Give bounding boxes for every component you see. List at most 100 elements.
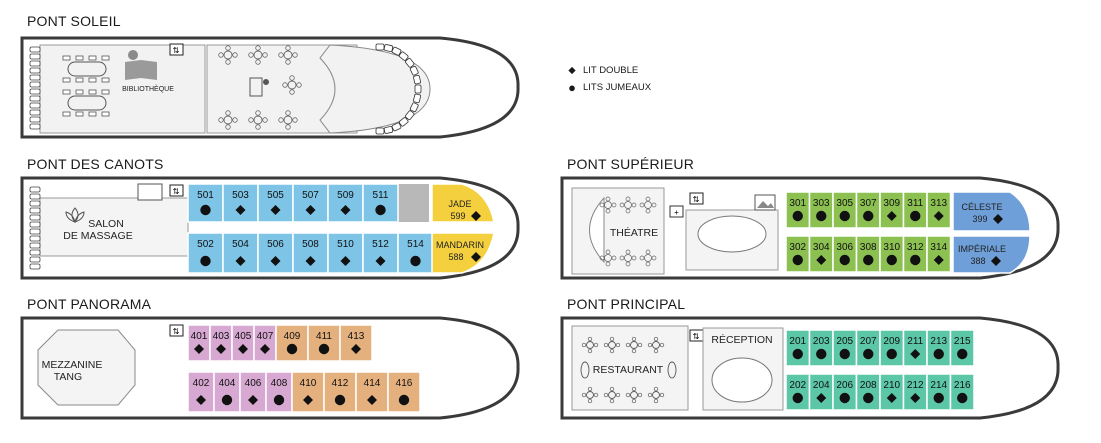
suite-tile[interactable] [952, 235, 1031, 274]
cabin-402[interactable]: 402 [187, 371, 215, 413]
cabin-305[interactable]: 305 [832, 191, 858, 229]
cabin-206[interactable]: 206 [832, 373, 858, 411]
cabin-tile[interactable] [949, 329, 975, 367]
cabin-tile[interactable] [339, 324, 373, 362]
cabin-tile[interactable] [187, 183, 224, 223]
cabin-tile[interactable] [239, 371, 267, 413]
double-bed-icon [303, 395, 313, 405]
cabin-404[interactable]: 404 [213, 371, 241, 413]
cabin-204[interactable]: 204 [808, 373, 834, 411]
cabin-411[interactable]: 411 [307, 324, 341, 362]
cabin-tile[interactable] [926, 191, 952, 229]
cabin-314[interactable]: 314 [926, 235, 952, 273]
lounger-icon [29, 53, 41, 60]
cabin-507[interactable]: 507 [292, 183, 329, 223]
suite-name: CÉLESTE [961, 202, 1002, 212]
cabin-203[interactable]: 203 [808, 329, 834, 367]
cabin-214[interactable]: 214 [926, 373, 952, 411]
cabin-213[interactable]: 213 [926, 329, 952, 367]
cabin-408[interactable]: 408 [265, 371, 293, 413]
cabin-512[interactable]: 512 [362, 232, 399, 274]
cabin-number: 401 [191, 331, 208, 342]
cabin-503[interactable]: 503 [222, 183, 259, 223]
cabin-308[interactable]: 308 [855, 235, 881, 273]
cabin-tile[interactable] [292, 232, 329, 274]
cabin-tile[interactable] [387, 371, 421, 413]
cabin-209[interactable]: 209 [879, 329, 905, 367]
cabin-number: 504 [232, 239, 249, 250]
cabin-312[interactable]: 312 [902, 235, 928, 273]
cabin-211[interactable]: 211 [902, 329, 928, 367]
double-bed-icon [305, 256, 316, 266]
cabin-406[interactable]: 406 [239, 371, 267, 413]
cabin-tile[interactable] [187, 371, 215, 413]
cabin-407[interactable]: 407 [253, 324, 277, 362]
suite-celeste[interactable]: CÉLESTE 399 [952, 191, 1031, 232]
cabin-311[interactable]: 311 [902, 191, 928, 229]
cabin-212[interactable]: 212 [902, 373, 928, 411]
cabin-509[interactable]: 509 [327, 183, 364, 223]
cabin-number: 512 [372, 239, 389, 250]
cabin-510[interactable]: 510 [327, 232, 364, 274]
cabin-tile[interactable] [949, 373, 975, 411]
cabin-tile[interactable] [187, 232, 224, 274]
cabin-tile[interactable] [926, 235, 952, 273]
cabin-401[interactable]: 401 [187, 324, 211, 362]
suite-tile[interactable] [952, 191, 1031, 232]
cabin-tile[interactable] [362, 183, 399, 223]
cabin-309[interactable]: 309 [879, 191, 905, 229]
lounger-icon [29, 207, 41, 214]
cabin-tile[interactable] [275, 324, 309, 362]
cabin-313[interactable]: 313 [926, 191, 952, 229]
cabin-403[interactable]: 403 [209, 324, 233, 362]
cabin-number: 508 [302, 239, 319, 250]
cabin-405[interactable]: 405 [231, 324, 255, 362]
cabin-514[interactable]: 514 [397, 232, 434, 274]
cabin-302[interactable]: 302 [785, 235, 811, 273]
cabin-208[interactable]: 208 [855, 373, 881, 411]
suite-tile[interactable] [431, 183, 495, 223]
cabin-504[interactable]: 504 [222, 232, 259, 274]
cabin-tile[interactable] [327, 232, 364, 274]
cabin-210[interactable]: 210 [879, 373, 905, 411]
theatre-area [571, 187, 665, 275]
cabin-506[interactable]: 506 [257, 232, 294, 274]
cabin-501[interactable]: 501 [187, 183, 224, 223]
cabin-410[interactable]: 410 [291, 371, 325, 413]
cabin-304[interactable]: 304 [808, 235, 834, 273]
cabin-416[interactable]: 416 [387, 371, 421, 413]
cabin-502[interactable]: 502 [187, 232, 224, 274]
cabin-201[interactable]: 201 [785, 329, 811, 367]
cabin-205[interactable]: 205 [832, 329, 858, 367]
suite-tile[interactable] [431, 232, 495, 274]
cabin-tile[interactable] [327, 183, 364, 223]
cabin-tile[interactable] [291, 371, 325, 413]
cabin-414[interactable]: 414 [355, 371, 389, 413]
cabin-215[interactable]: 215 [949, 329, 975, 367]
cabin-216[interactable]: 216 [949, 373, 975, 411]
cabin-tile[interactable] [355, 371, 389, 413]
cabin-207[interactable]: 207 [855, 329, 881, 367]
cabin-412[interactable]: 412 [323, 371, 357, 413]
cabin-number: 307 [860, 198, 877, 209]
cabin-409[interactable]: 409 [275, 324, 309, 362]
cabin-505[interactable]: 505 [257, 183, 294, 223]
cabin-number: 413 [348, 331, 365, 342]
cabin-310[interactable]: 310 [879, 235, 905, 273]
cabin-202[interactable]: 202 [785, 373, 811, 411]
cabin-303[interactable]: 303 [808, 191, 834, 229]
deck-soleil: BIBLIOTHÈQUE ⇅ [20, 36, 520, 139]
cabin-511[interactable]: 511 [362, 183, 399, 223]
cabin-306[interactable]: 306 [832, 235, 858, 273]
legend-double-label: LIT DOUBLE [583, 65, 639, 76]
suite-number: 399 [972, 214, 987, 224]
cabin-508[interactable]: 508 [292, 232, 329, 274]
cabin-number: 304 [813, 242, 830, 253]
cabin-413[interactable]: 413 [339, 324, 373, 362]
cabin-307[interactable]: 307 [855, 191, 881, 229]
cabin-301[interactable]: 301 [785, 191, 811, 229]
